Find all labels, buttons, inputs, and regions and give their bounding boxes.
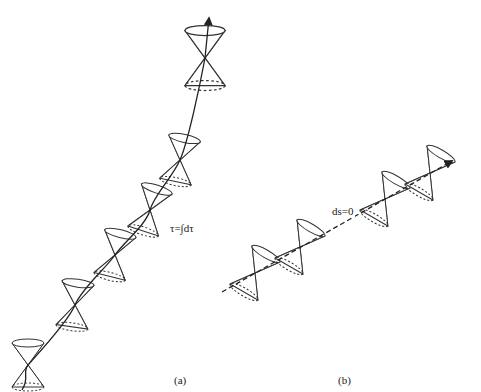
timelike-worldline	[22, 18, 209, 390]
panel-label: (b)	[336, 374, 353, 386]
null-worldline	[222, 161, 452, 292]
cone-set-a	[12, 26, 225, 392]
formula-label: τ=∫dτ	[168, 222, 196, 234]
panel-label: (a)	[172, 374, 188, 386]
formula-label: ds=0	[330, 205, 355, 217]
